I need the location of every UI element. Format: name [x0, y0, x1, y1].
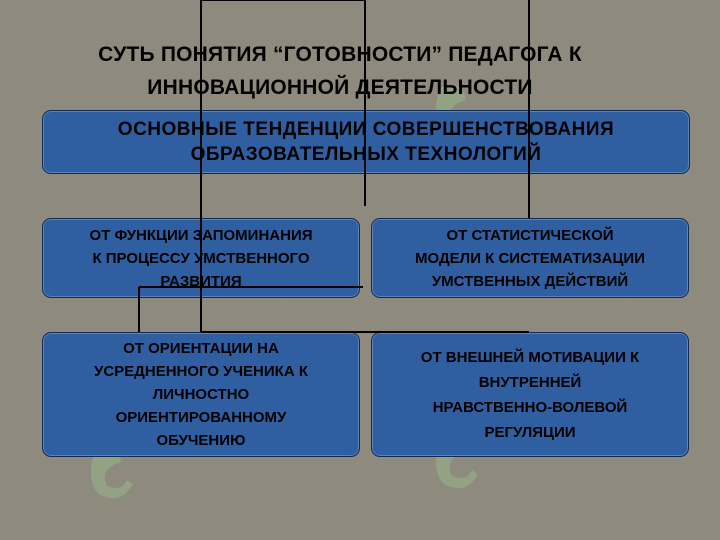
trend-label-personal-oriented: ОТ ОРИЕНТАЦИИ НА УСРЕДНЕННОГО УЧЕНИКА К …: [94, 340, 308, 449]
slide-title-line-1: СУТЬ ПОНЯТИЯ “ГОТОВНОСТИ” ПЕДАГОГА К: [98, 43, 582, 66]
trend-box-systematization: ОТ СТАТИСТИЧЕСКОЙ МОДЕЛИ К СИСТЕМАТИЗАЦИ…: [371, 218, 689, 298]
trend-label-systematization: ОТ СТАТИСТИЧЕСКОЙ МОДЕЛИ К СИСТЕМАТИЗАЦИ…: [415, 226, 645, 290]
slide-title: СУТЬ ПОНЯТИЯ “ГОТОВНОСТИ” ПЕДАГОГА К ИНН…: [20, 38, 660, 104]
trend-box-personal-oriented: ОТ ОРИЕНТАЦИИ НА УСРЕДНЕННОГО УЧЕНИКА К …: [42, 332, 360, 457]
trend-label-memorization: ОТ ФУНКЦИИ ЗАПОМИНАНИЯ К ПРОЦЕССУ УМСТВЕ…: [89, 226, 313, 290]
trend-label-internal-regulation: ОТ ВНЕШНЕЙ МОТИВАЦИИ К ВНУТРЕННЕЙ НРАВСТ…: [420, 348, 640, 441]
main-trend-label: ОСНОВНЫЕ ТЕНДЕНЦИИ СОВЕРШЕНСТВОВАНИЯ ОБР…: [117, 119, 615, 165]
slide-title-line-2: ИННОВАЦИОННОЙ ДЕЯТЕЛЬНОСТИ: [147, 76, 533, 99]
trend-box-internal-regulation: ОТ ВНЕШНЕЙ МОТИВАЦИИ К ВНУТРЕННЕЙ НРАВСТ…: [371, 332, 689, 457]
